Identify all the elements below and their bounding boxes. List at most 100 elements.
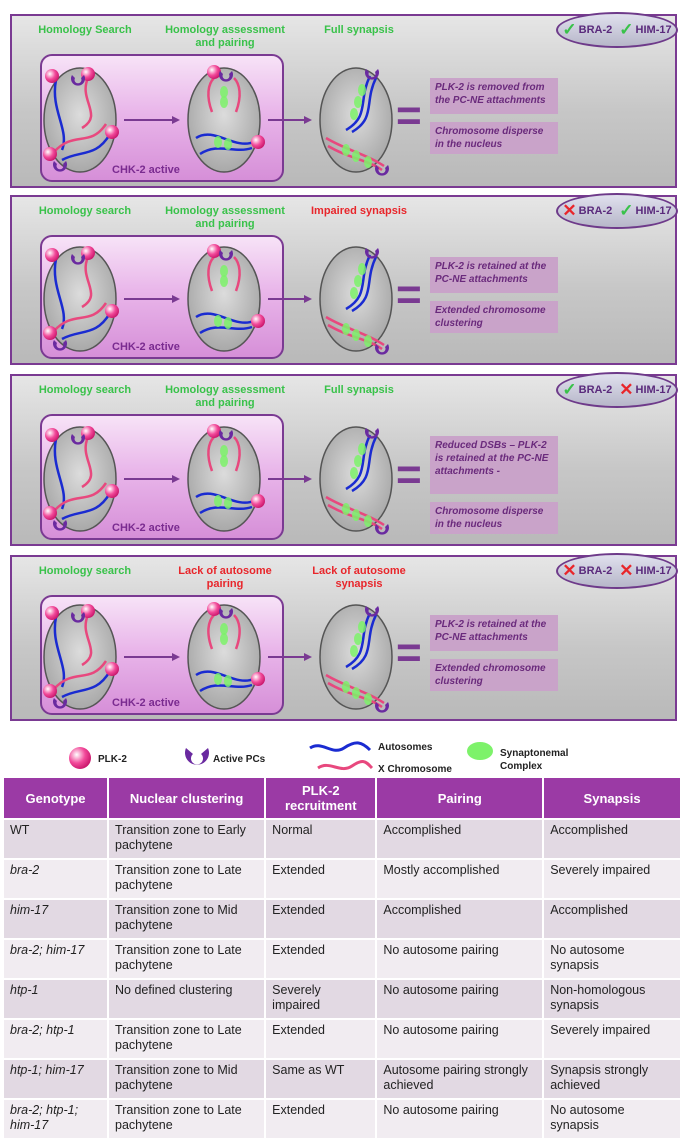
- synaptonemal-complex: [354, 275, 362, 287]
- him17-label: HIM-17: [635, 384, 672, 396]
- bra2-label: BRA-2: [578, 24, 613, 36]
- x-chromosome-line: [233, 256, 241, 292]
- header-synapsis: Synapsis: [542, 776, 682, 820]
- synaptonemal-complex: [364, 335, 372, 347]
- x-chromosome-line: [207, 436, 215, 472]
- table-cell: No defined clustering: [107, 978, 267, 1020]
- synaptonemal-complex: [220, 623, 228, 635]
- him17-label: HIM-17: [635, 205, 672, 217]
- chk2-active-label: CHK-2 active: [112, 164, 180, 176]
- check-icon: ✓: [562, 20, 577, 39]
- nucleus-2: [187, 602, 265, 710]
- plk2-marker: [45, 248, 59, 262]
- autosome-line: [345, 75, 372, 132]
- active-pc-marker: [365, 606, 380, 617]
- legend-active-pcs-label: Active PCs: [213, 754, 266, 765]
- check-icon: ✓: [619, 201, 634, 220]
- table-cell: Transition zone to Late pachytene: [107, 858, 267, 900]
- x-chromosome-line: [207, 77, 215, 113]
- synaptonemal-complex: [214, 495, 222, 507]
- active-pc-marker: [219, 608, 234, 619]
- synaptonemal-complex: [354, 455, 362, 467]
- table-cell: No autosome pairing: [375, 1018, 545, 1060]
- plk2-marker: [207, 65, 221, 79]
- autosome-line: [351, 614, 378, 671]
- nucleus-1: [43, 246, 119, 352]
- cross-icon: ✕: [562, 201, 577, 220]
- x-chromosome-line: [207, 256, 215, 292]
- stage-label-1: Homology search: [38, 384, 132, 396]
- nucleus-1: [43, 426, 119, 532]
- stage-label-3: Full synapsis: [324, 384, 394, 396]
- table-cell: Extended: [264, 898, 378, 940]
- plk2-marker: [45, 428, 59, 442]
- genotype-badge-1: ✓BRA-2✓HIM-17: [556, 12, 678, 48]
- stage-label-2: Lack of autosome pairing: [178, 565, 272, 590]
- synaptonemal-complex: [342, 323, 350, 335]
- x-chromosome-line: [233, 436, 241, 472]
- active-pc-marker: [375, 165, 390, 176]
- active-pc-marker: [53, 698, 67, 709]
- table-cell: Severely impaired: [264, 978, 378, 1020]
- stage-label-3: Lack of autosome synapsis: [312, 565, 406, 590]
- equals-sign: =: [396, 450, 422, 499]
- header-nuclear-clustering: Nuclear clustering: [107, 776, 267, 820]
- outcome-note-1: Reduced DSBs – PLK-2 is retained at the …: [430, 436, 558, 494]
- table-cell: Mostly accomplished: [375, 858, 545, 900]
- x-chromosome-line: [53, 660, 108, 690]
- chk2-active-label: CHK-2 active: [112, 341, 180, 353]
- plk2-marker: [251, 135, 265, 149]
- legend-graphics: [69, 741, 493, 771]
- autosome-line: [351, 77, 378, 134]
- outcome-note-2: Extended chromosome clustering: [430, 301, 558, 333]
- synaptonemal-complex: [214, 136, 222, 148]
- synaptonemal-complex: [352, 509, 360, 521]
- plk2-marker: [207, 244, 221, 258]
- synaptonemal-complex: [358, 263, 366, 275]
- outcome-note-1: PLK-2 is removed from the PC-NE attachme…: [430, 78, 558, 114]
- synaptonemal-complex: [220, 633, 228, 645]
- outcome-note-2: Chromosome disperse in the nucleus: [430, 122, 558, 154]
- table-cell: Same as WT: [264, 1058, 378, 1100]
- cross-icon: ✕: [619, 380, 634, 399]
- synaptonemal-complex: [352, 329, 360, 341]
- autosome-line: [195, 670, 255, 682]
- autosome-line: [351, 256, 378, 313]
- plk2-marker: [43, 506, 57, 520]
- synaptonemal-complex: [350, 645, 358, 657]
- active-pc-marker: [375, 344, 390, 355]
- table-cell: Transition zone to Late pachytene: [107, 938, 267, 980]
- active-pc-marker: [365, 248, 380, 259]
- x-chromosome-line: [81, 256, 93, 309]
- autosome-line: [61, 670, 112, 699]
- legend-autosome-icon: [309, 741, 372, 752]
- x-chromosome-line: [207, 614, 215, 650]
- plk2-marker: [105, 662, 119, 676]
- active-pc-marker: [53, 340, 67, 351]
- genotype-badge-2: ✕BRA-2✓HIM-17: [556, 193, 678, 229]
- arrow-head: [304, 653, 312, 661]
- plk2-marker: [43, 147, 57, 161]
- synaptonemal-complex: [354, 633, 362, 645]
- plk2-marker: [45, 69, 59, 83]
- active-pc-marker: [219, 250, 234, 261]
- synaptonemal-complex: [342, 681, 350, 693]
- plk2-marker: [105, 484, 119, 498]
- nucleus-3: [319, 426, 393, 535]
- table-cell: bra-2; him-17: [1, 938, 110, 980]
- arrow-head: [304, 116, 312, 124]
- plk2-marker: [105, 125, 119, 139]
- legend-sc-label-1: Synaptonemal: [500, 748, 569, 759]
- bra2-label: BRA-2: [578, 384, 613, 396]
- arrow-head: [172, 475, 180, 483]
- stage-label-1: Homology Search: [38, 24, 132, 36]
- cross-icon: ✕: [619, 561, 634, 580]
- cross-icon: ✕: [562, 561, 577, 580]
- plk2-marker: [251, 494, 265, 508]
- equals-sign: =: [396, 628, 422, 677]
